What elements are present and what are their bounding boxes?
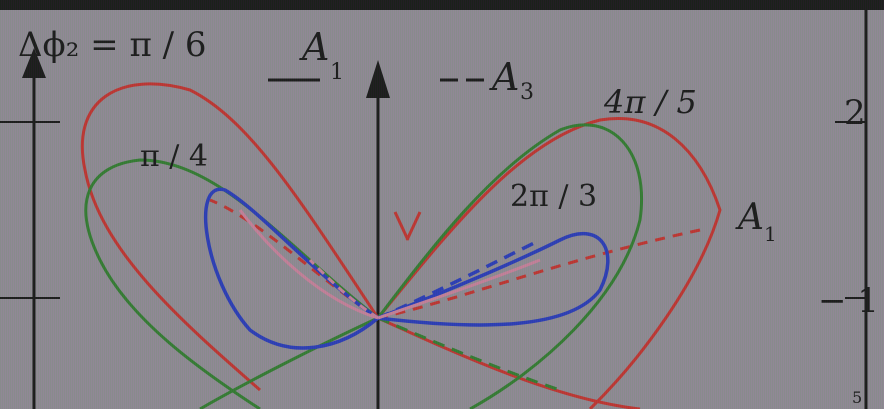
red-left-loop bbox=[80, 82, 380, 392]
axis-a1-symbol: A bbox=[738, 197, 764, 238]
green-lower-left bbox=[199, 316, 379, 409]
green-dashed bbox=[377, 316, 561, 392]
red-right-loop bbox=[376, 117, 722, 409]
mark-2 bbox=[405, 211, 422, 241]
delta-phi-label: Δϕ₂ = π / 6 bbox=[18, 25, 207, 65]
red-curves bbox=[80, 82, 722, 409]
top-border bbox=[0, 0, 884, 10]
legend-dash-symbol: A bbox=[492, 55, 520, 99]
tick-label-2: 2 bbox=[844, 93, 866, 133]
blue-dashed bbox=[377, 238, 541, 320]
pink-curves bbox=[238, 209, 541, 320]
four-pi-over-5-label: 4π / 5 bbox=[604, 83, 697, 121]
tick-label-neg1: − 1 bbox=[818, 281, 879, 321]
tick-label-bottom: 5 bbox=[852, 388, 863, 407]
center-marks bbox=[393, 211, 422, 241]
two-pi-over-3-label: 2π / 3 bbox=[510, 179, 598, 214]
pink-right bbox=[377, 258, 541, 320]
axis-a1-subscript: 1 bbox=[764, 222, 777, 246]
center-axis-arrow bbox=[366, 60, 390, 98]
blue-left-loop bbox=[203, 187, 380, 350]
mark-1 bbox=[393, 211, 410, 241]
pink-dashed bbox=[308, 258, 379, 320]
legend-dash-subscript: 3 bbox=[520, 80, 534, 105]
red-dashed-right bbox=[377, 228, 701, 320]
legend-solid-symbol: A bbox=[302, 25, 330, 69]
left-axis-arrow bbox=[22, 48, 46, 78]
blue-right-loop bbox=[377, 232, 610, 327]
green-right-loop bbox=[376, 123, 643, 409]
legend-solid-subscript: 1 bbox=[330, 60, 344, 85]
pi-over-4-label: π / 4 bbox=[140, 139, 208, 174]
blue-curves bbox=[203, 187, 610, 350]
red-lower-right bbox=[377, 316, 641, 409]
pink-left bbox=[238, 209, 379, 320]
